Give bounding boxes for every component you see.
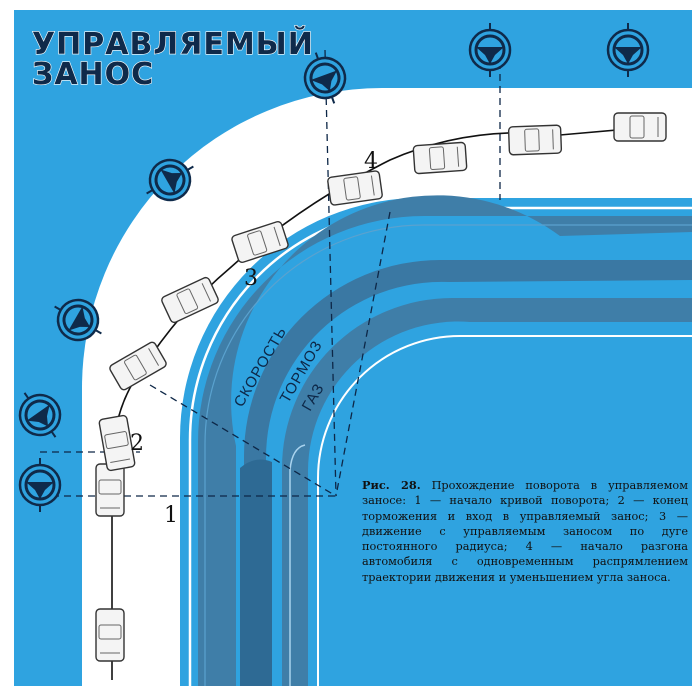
- caption-body: Прохождение поворота в управляемом занос…: [362, 479, 688, 584]
- title-line-1: УПРАВЛЯЕМЫЙ: [32, 26, 314, 62]
- car-icon: [95, 608, 125, 662]
- marker-3: 3: [244, 266, 258, 291]
- brake-spike: [240, 459, 272, 686]
- car-icon: [507, 124, 563, 156]
- marker-2: 2: [130, 431, 144, 456]
- speed-band-stripes: [204, 224, 692, 686]
- inner-white-lane: [317, 335, 692, 686]
- gas-band-edge: [289, 444, 306, 686]
- car-icon: [412, 141, 468, 175]
- guide-lines: [40, 49, 501, 497]
- caption-head: Рис. 28.: [362, 478, 421, 492]
- figure-caption: Рис. 28. Прохождение поворота в управляе…: [362, 478, 688, 585]
- car-icon: [613, 112, 667, 142]
- marker-4: 4: [364, 149, 378, 174]
- car-icon: [95, 463, 125, 517]
- title-line-2: ЗАНОС: [32, 57, 154, 92]
- marker-1: 1: [164, 503, 178, 528]
